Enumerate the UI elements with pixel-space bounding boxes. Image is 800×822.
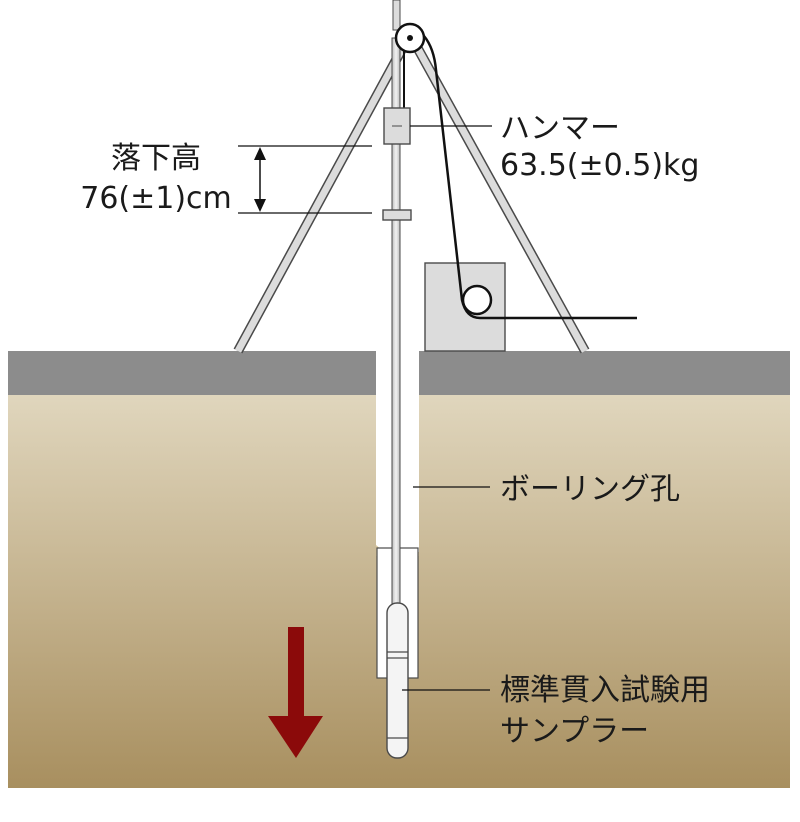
drop-height-value: 76(±1)cm — [80, 181, 232, 216]
sampler-label-line2: サンプラー — [500, 714, 649, 749]
boring-hole-label: ボーリング孔 — [500, 472, 680, 507]
down-arrow-icon — [268, 627, 323, 758]
dim-arrowhead-up — [254, 147, 266, 160]
hammer-title: ハンマー — [500, 111, 620, 146]
ground-surface-left — [8, 351, 376, 395]
rope-winch — [423, 35, 637, 320]
sampler-tube — [386, 602, 409, 759]
winch-drum — [461, 284, 493, 316]
sampler-label-line1: 標準貫入試験用 — [500, 673, 710, 708]
dim-arrowhead-down — [254, 199, 266, 212]
tripod-leg-left-inner — [234, 36, 412, 353]
ground-surface-right — [419, 351, 790, 395]
drop-height-title: 落下高 — [111, 141, 201, 176]
hammer-weight: 63.5(±0.5)kg — [500, 148, 699, 183]
pulley-hub — [407, 35, 413, 41]
mast-top — [392, 0, 401, 31]
tripod-leg-right-inner — [408, 36, 589, 353]
anvil — [382, 209, 412, 221]
